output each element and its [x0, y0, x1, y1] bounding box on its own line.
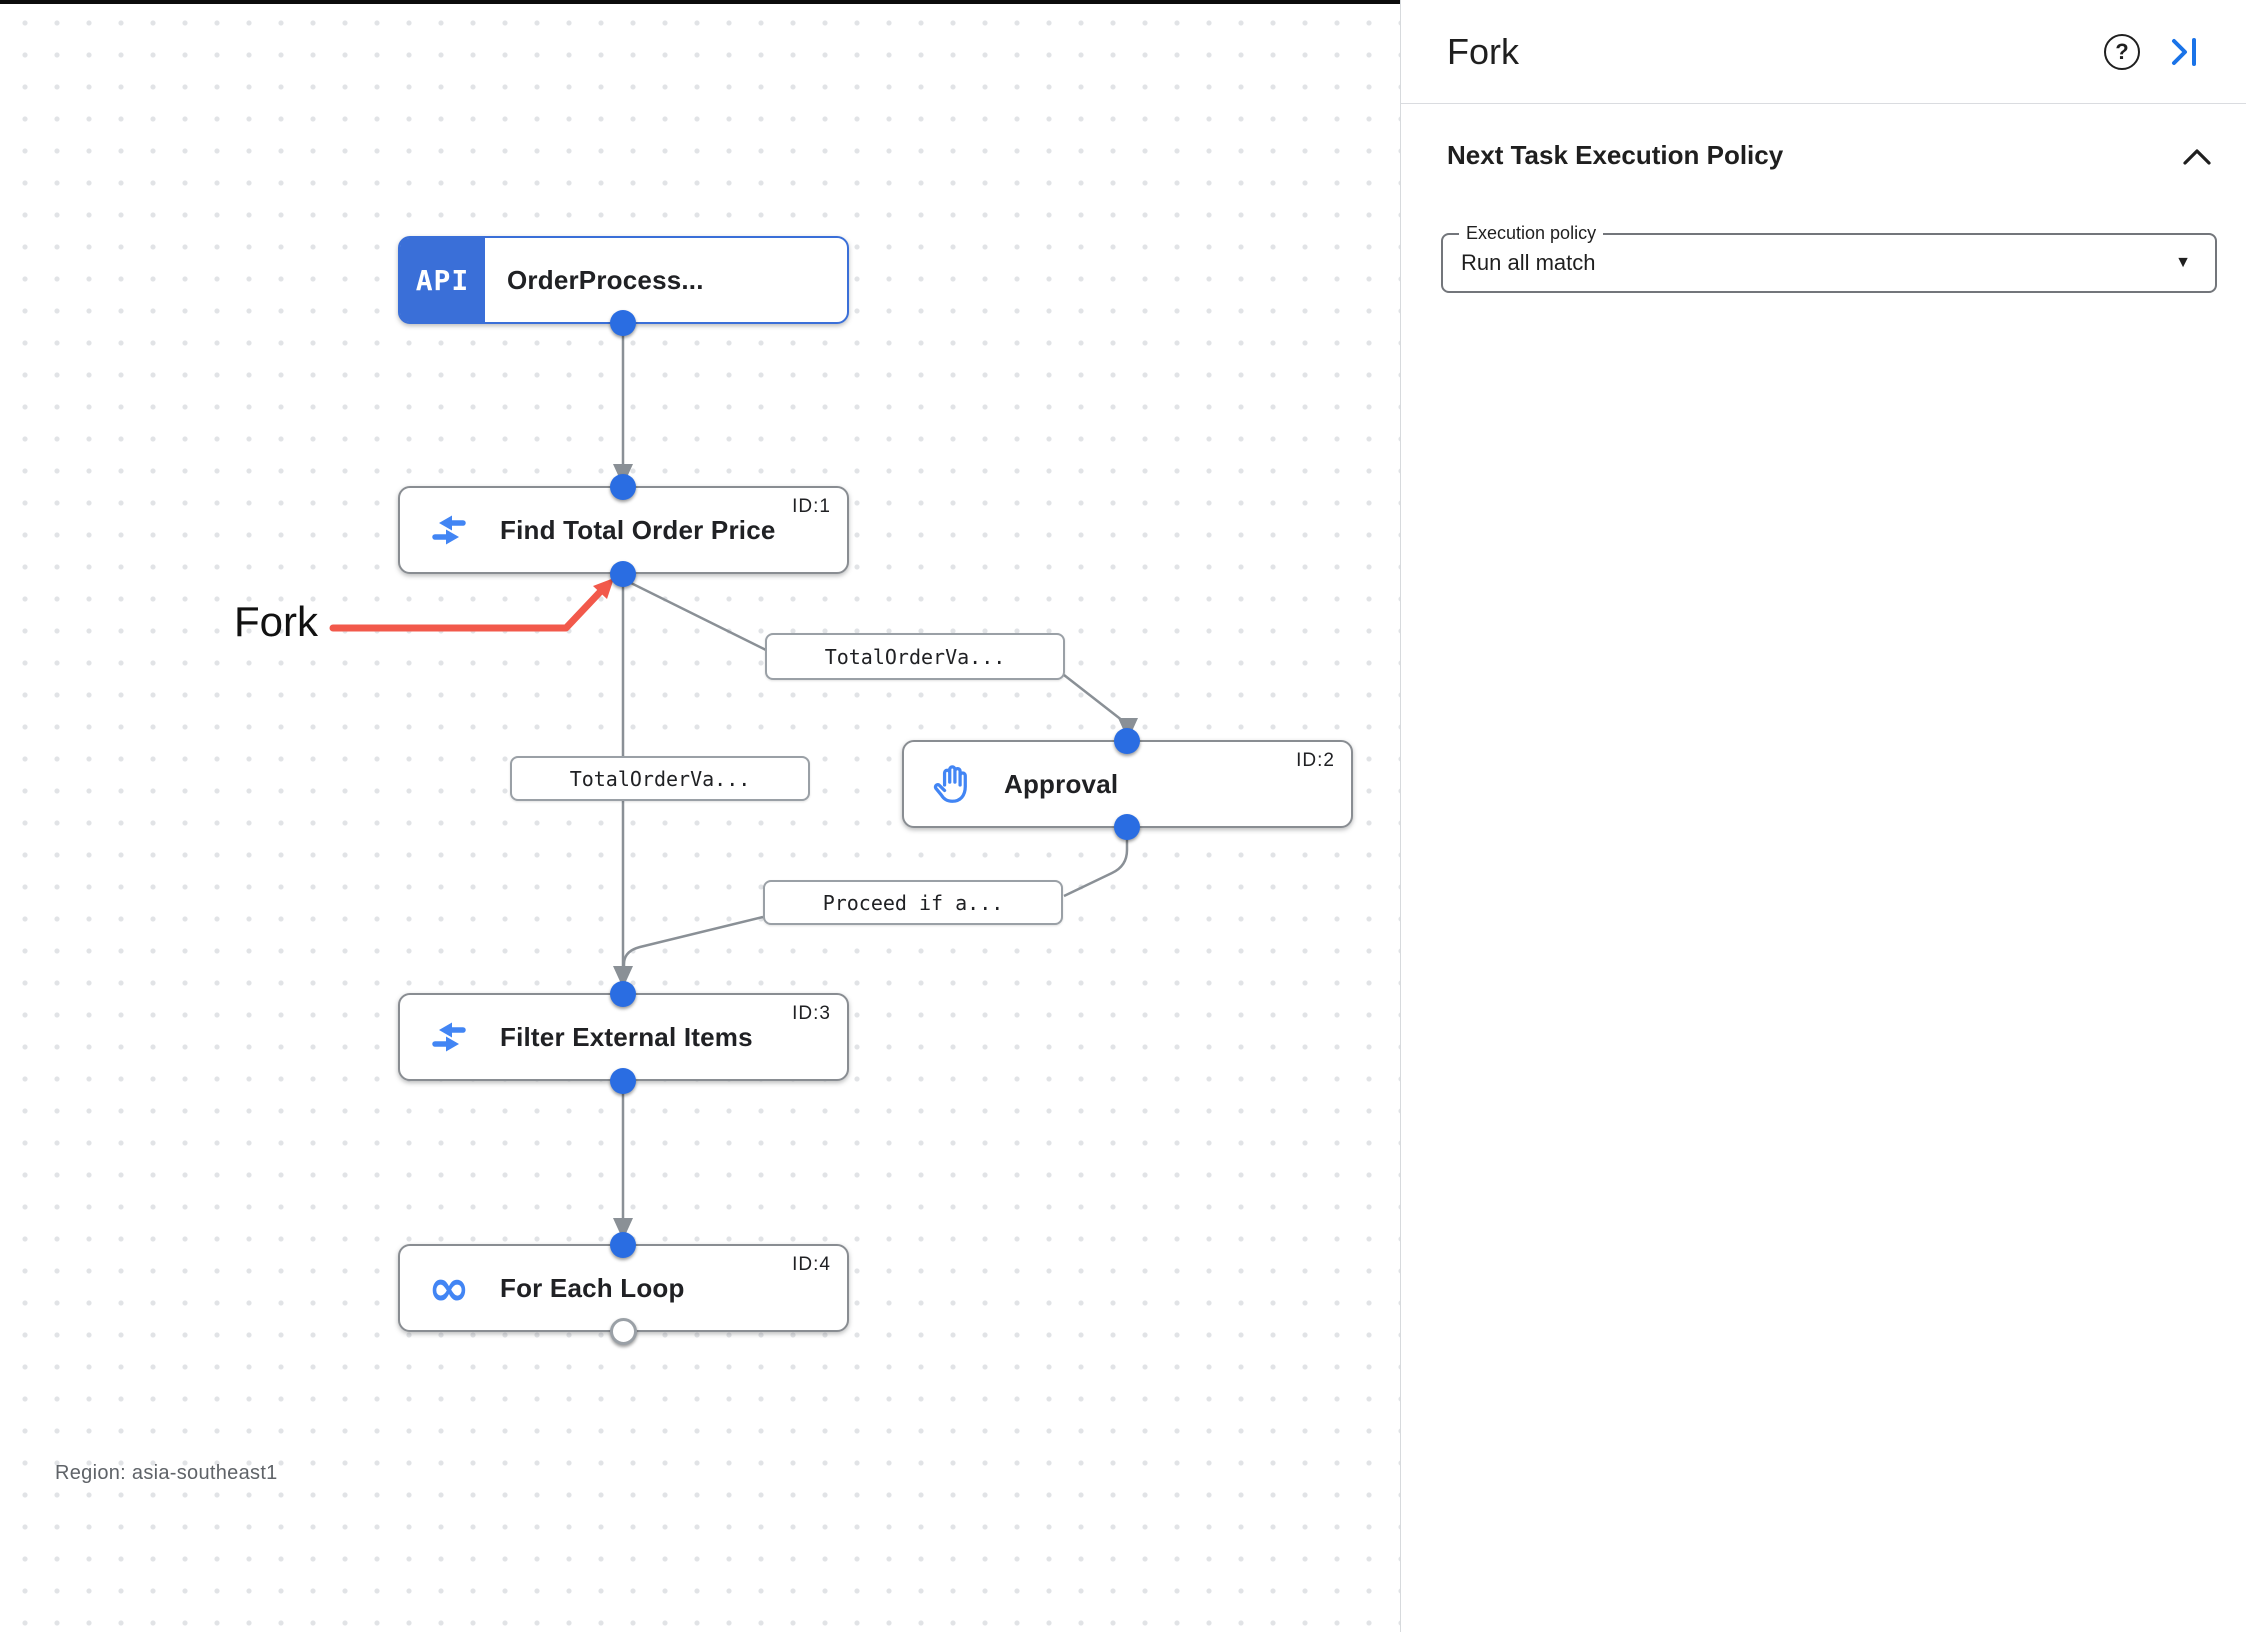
- node-filter-external-items[interactable]: Filter External Items ID:3: [398, 993, 849, 1081]
- connector-dot-open[interactable]: [610, 1318, 637, 1345]
- fork-annotation-arrow: [329, 578, 614, 632]
- panel-title: Fork: [1447, 30, 1519, 72]
- connector-dot[interactable]: [1114, 814, 1140, 840]
- canvas-top-border: [0, 0, 1400, 4]
- node-for-each-loop[interactable]: ∞ For Each Loop ID:4: [398, 1244, 849, 1332]
- node-id-badge: ID:2: [1296, 750, 1335, 771]
- chevron-up-icon[interactable]: [2182, 148, 2212, 166]
- connector-dot[interactable]: [1114, 728, 1140, 754]
- fork-annotation-label: Fork: [234, 598, 318, 645]
- api-trigger-icon: API: [400, 238, 485, 322]
- workflow-canvas[interactable]: API OrderProcess... Find Total Order Pri…: [0, 0, 1400, 1632]
- approval-hand-icon: [930, 761, 976, 807]
- node-title: Filter External Items: [500, 1021, 753, 1052]
- connector-dot[interactable]: [610, 310, 636, 336]
- connector-dot[interactable]: [610, 1068, 636, 1094]
- task-config-panel: Fork ? Next Task Execution Policy Execut…: [1400, 0, 2246, 1632]
- workflow-edges: [329, 323, 1138, 1240]
- execution-policy-value: Run all match: [1461, 250, 1596, 275]
- node-id-badge: ID:3: [792, 1003, 831, 1024]
- connector-dot-fork-point[interactable]: [610, 561, 636, 587]
- node-id-badge: ID:4: [792, 1254, 831, 1275]
- execution-policy-label: Execution policy: [1459, 223, 1604, 244]
- edge-condition-label[interactable]: TotalOrderVa...: [510, 756, 810, 801]
- node-title: Approval: [1004, 768, 1119, 799]
- node-id-badge: ID:1: [792, 496, 831, 517]
- panel-header: Fork ?: [1401, 0, 2246, 104]
- collapse-panel-icon[interactable]: [2167, 32, 2207, 72]
- execution-policy-select[interactable]: Execution policy Run all match ▼: [1441, 223, 2217, 293]
- edge-condition-label[interactable]: Proceed if a...: [763, 880, 1063, 925]
- node-title: For Each Loop: [500, 1272, 685, 1303]
- help-icon[interactable]: ?: [2104, 34, 2140, 70]
- connector-dot[interactable]: [610, 474, 636, 500]
- node-title: Find Total Order Price: [500, 514, 776, 545]
- connector-dot[interactable]: [610, 981, 636, 1007]
- region-label: Region: asia-southeast1: [55, 1462, 278, 1484]
- dropdown-caret-icon: ▼: [2175, 254, 2191, 271]
- node-api-trigger[interactable]: API OrderProcess...: [398, 236, 849, 324]
- section-next-task-execution-policy: Next Task Execution Policy: [1447, 140, 1784, 170]
- for-each-loop-icon: ∞: [428, 1259, 470, 1317]
- node-title: OrderProcess...: [507, 264, 704, 295]
- edge-condition-label[interactable]: TotalOrderVa...: [765, 633, 1065, 680]
- data-mapping-icon: [426, 507, 472, 553]
- node-approval[interactable]: Approval ID:2: [902, 740, 1353, 828]
- connector-dot[interactable]: [610, 1232, 636, 1258]
- data-mapping-icon: [426, 1014, 472, 1060]
